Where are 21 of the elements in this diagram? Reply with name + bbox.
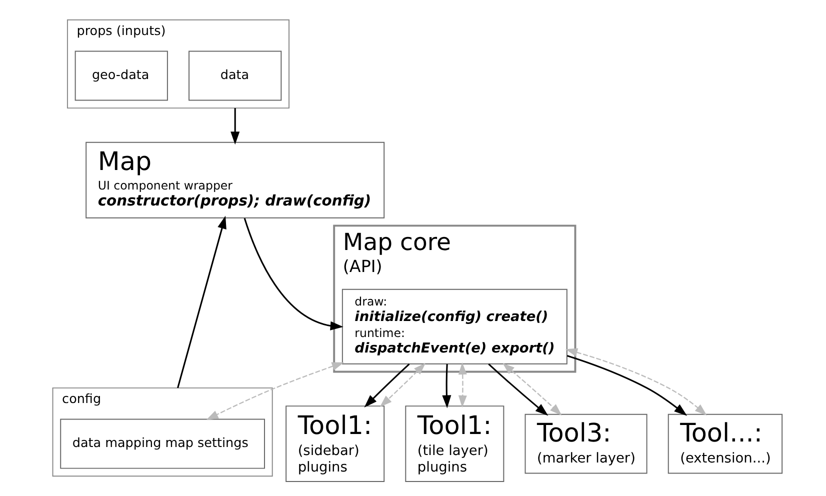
- node-box: Map UI component wrapper constructor(props); draw(config): [85, 142, 384, 218]
- arrow: [442, 364, 451, 408]
- arrow: [230, 108, 240, 145]
- arrow: [379, 362, 426, 408]
- node-box: Tool1: (sidebar) plugins: [285, 406, 384, 482]
- arrow: [502, 362, 562, 416]
- node-box: Tool...: (extension...): [667, 414, 782, 474]
- node-box: data: [188, 50, 282, 101]
- node-box: Tool1: (tile layer) plugins: [404, 406, 504, 482]
- arrow: [176, 216, 226, 388]
- node-box: draw: initialize(config) create() runtime: dispatchEvent(e) export(): [341, 288, 567, 364]
- node-box: Tool3: (marker layer): [524, 414, 647, 474]
- arrow: [566, 355, 687, 416]
- node-box: data mapping map settings: [60, 418, 264, 469]
- arrow: [458, 362, 466, 408]
- arrow: [488, 364, 548, 416]
- arrow: [243, 218, 343, 330]
- arrow: [364, 364, 410, 408]
- arrow: [564, 348, 706, 416]
- arrow: [206, 362, 344, 420]
- node-box: geo-data: [74, 50, 168, 101]
